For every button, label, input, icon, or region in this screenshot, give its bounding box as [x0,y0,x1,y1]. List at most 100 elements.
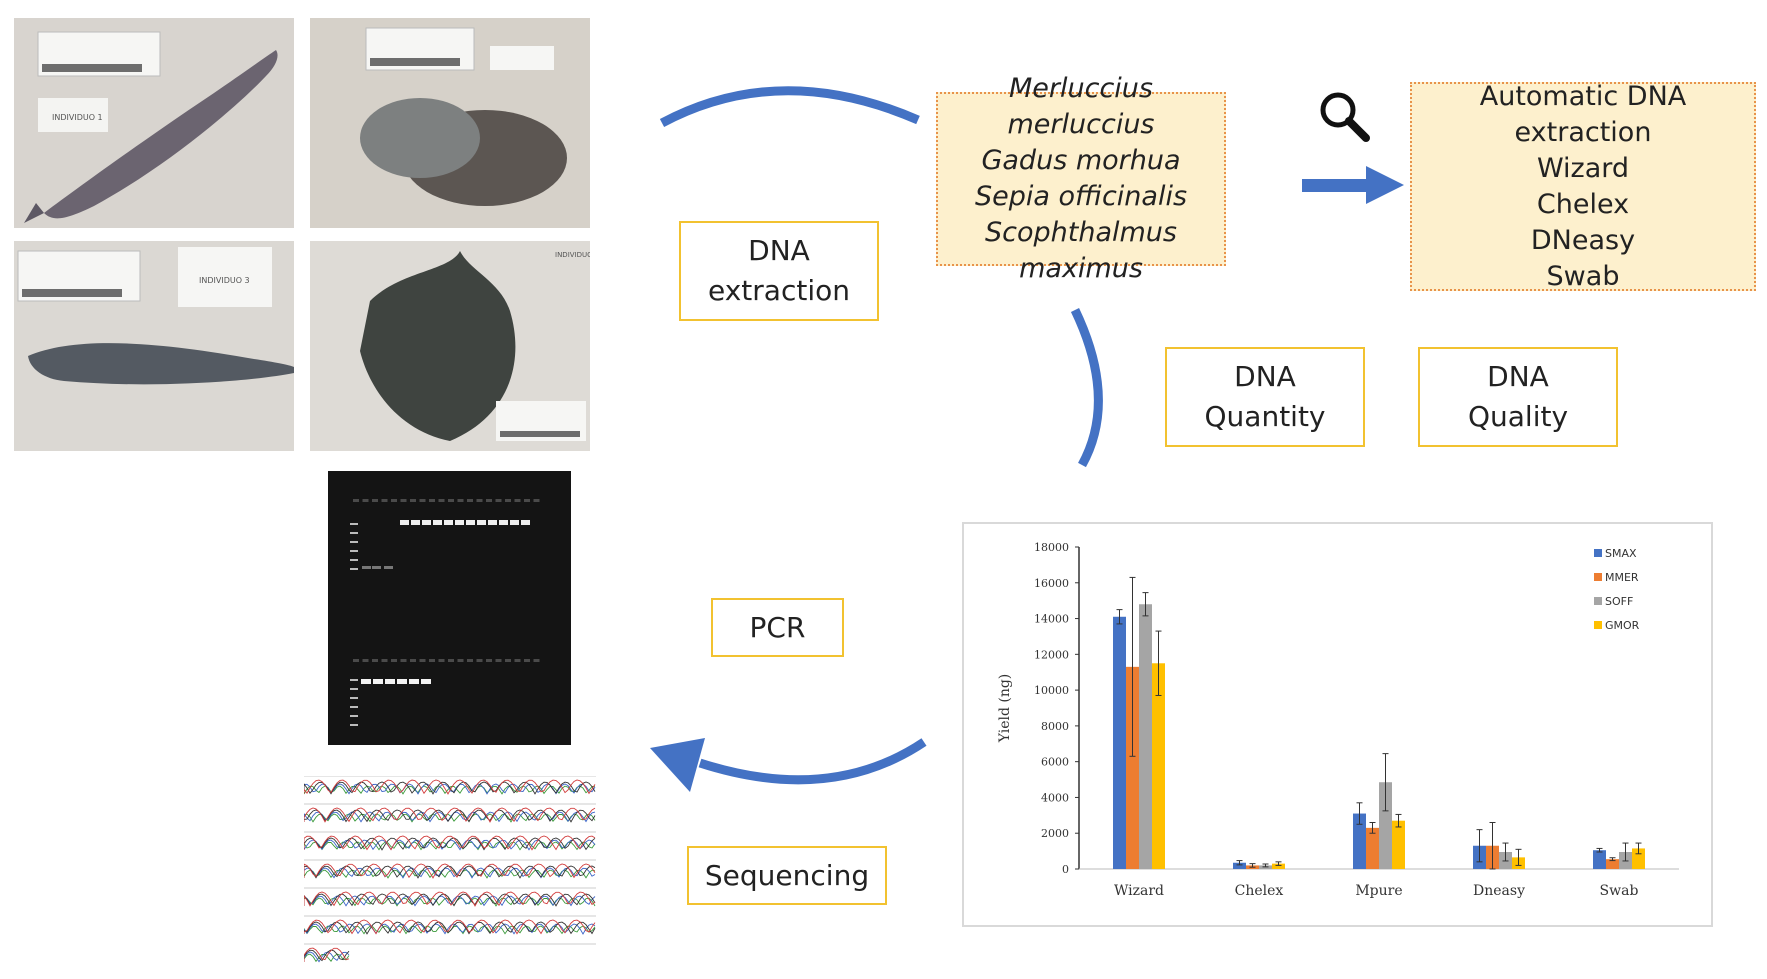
gel-well [524,659,530,662]
step-dna-quantity: DNA Quantity [1165,347,1365,447]
trace-line [303,921,596,935]
photo-label-3: INDIVIDUO 3 [555,251,590,259]
y-tick-label: 0 [1062,863,1069,876]
sequencing-chromatogram [303,775,596,967]
trace-line [303,807,596,823]
step-label: PCR [749,610,806,644]
species-name: Scophthalmus maximus [985,217,1177,284]
bar-gmor [1272,863,1285,869]
photo-turbot: INDIVIDUO 3 [310,241,590,451]
trace-line [303,837,596,851]
legend-label: GMOR [1605,619,1640,632]
gel-well [495,499,502,502]
arrow-head-pcr [650,738,705,792]
trace-line [303,919,596,935]
gel-well [524,499,530,502]
gel-well [419,499,426,502]
legend-swatch [1594,549,1602,557]
gel-well [457,499,464,502]
legend-swatch [1594,621,1602,629]
gel-well [410,659,416,662]
gel-band [400,520,409,525]
bar-smax [1113,616,1126,869]
method-item: Swab [1546,260,1620,292]
ladder-band [350,541,358,543]
gel-well [467,499,473,502]
gel-well [372,659,378,662]
gel-well [362,499,369,502]
gel-well [448,659,454,662]
gel-well [391,659,397,662]
trace-line [303,811,596,823]
gel-well [505,659,511,662]
step-dna-extraction: DNA extraction [679,221,879,321]
gel-well [381,499,388,502]
trace-line [303,953,350,963]
gel-band [499,520,508,525]
gel-band [421,679,431,684]
trace-line [303,893,596,907]
gel-band [397,679,407,684]
x-category-label: Dneasy [1473,883,1525,899]
step-label: DNA [1487,360,1549,393]
y-axis-label: Yield (ng) [997,674,1013,744]
ladder-band [350,724,358,726]
gel-well [533,659,540,662]
bar-smax [1233,862,1246,869]
method-item: Wizard [1536,152,1630,184]
gel-band [488,520,497,525]
gel-band [422,520,431,525]
y-tick-label: 14000 [1034,613,1069,626]
bar-mmer [1366,827,1379,869]
gel-band [466,520,475,525]
photo-label-1: INDIVIDUO 1 [52,113,103,122]
gel-well [514,499,521,502]
species-name: Gadus morhua [981,145,1181,176]
gel-well [429,499,435,502]
photo-hake: INDIVIDUO 3 [14,241,294,451]
y-tick-label: 4000 [1041,791,1069,804]
trace-line [303,781,596,795]
trace-line [303,835,596,851]
gel-band [521,520,530,525]
legend-label: SMAX [1605,547,1637,560]
ladder-band [350,532,358,534]
gel-well [400,499,407,502]
extraction-methods-box: Automatic DNA extraction Wizard Chelex D… [1410,81,1756,292]
curved-arrow-quantification [1070,308,1103,468]
legend-label: SOFF [1605,595,1633,608]
gel-well [381,659,388,662]
bar-mmer [1606,859,1619,869]
gel-band [455,520,464,525]
gel-well [514,659,521,662]
gel-band [444,520,453,525]
y-tick-label: 12000 [1034,648,1069,661]
photo-cuttlefish [310,18,590,228]
bar-soff [1379,782,1392,869]
gel-band [409,679,419,684]
bar-smax [1353,813,1366,869]
legend-swatch [1594,597,1602,605]
ladder-band [350,523,358,525]
gel-well [476,659,483,662]
ladder-band [350,706,358,708]
step-label: Quality [1467,400,1569,433]
bar-mmer [1126,666,1139,869]
trace-line [303,891,596,907]
step-label: extraction [708,274,850,307]
trace-line [303,779,596,795]
ladder-band [350,568,358,570]
step-dna-quality: DNA Quality [1418,347,1618,447]
ladder-band [350,688,358,690]
gel-band-faint [384,566,393,569]
right-arrow-body [1302,179,1368,192]
gel-well [457,659,464,662]
step-sequencing: Sequencing [687,846,887,905]
x-category-label: Wizard [1114,883,1164,899]
gel-well [419,659,426,662]
trace-line [303,951,350,963]
gel-well [495,659,502,662]
species-name: Sepia officinalis [974,181,1188,212]
right-arrow-head [1366,166,1404,204]
